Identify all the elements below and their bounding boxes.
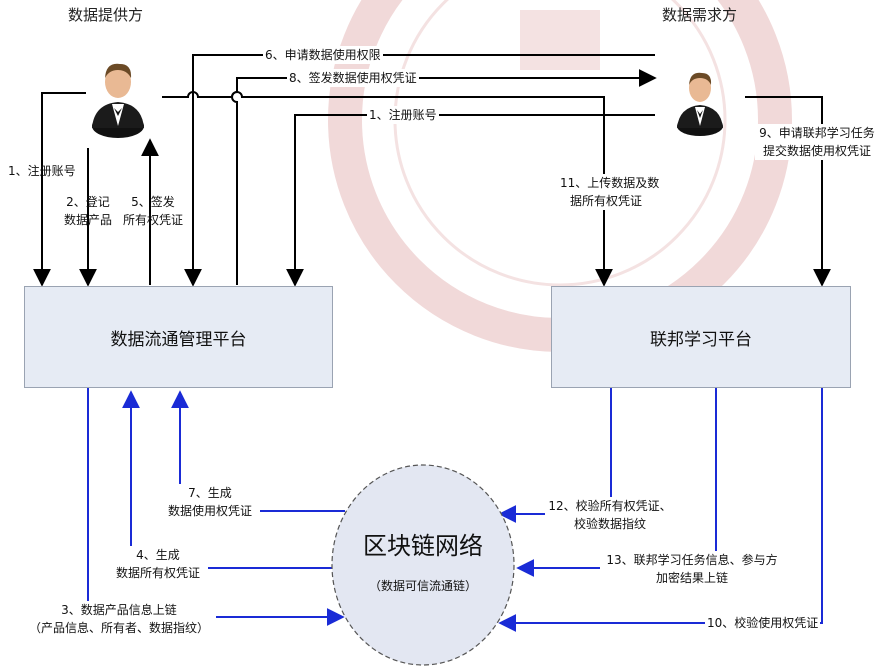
arrow-step-12: [498, 388, 612, 523]
arrow-step-1-provider: [33, 92, 86, 287]
black-arrows: [33, 54, 831, 287]
step-13-label: 13、联邦学习任务信息、参与方加密结果上链: [600, 551, 784, 587]
federated-platform-box: 联邦学习平台: [551, 286, 851, 388]
blockchain-title: 区块链网络: [363, 532, 483, 560]
step-7-label: 7、生成数据使用权凭证: [160, 484, 260, 520]
step-12-label: 12、校验所有权凭证、校验数据指纹: [545, 497, 675, 533]
arrow-step-1-requester: [286, 114, 655, 287]
arrow-step-9: [745, 96, 831, 287]
arrow-step-4: [122, 390, 335, 569]
provider-requester-line: [162, 91, 613, 287]
federated-platform-label: 联邦学习平台: [650, 329, 752, 350]
requester-avatar-icon: [677, 72, 723, 136]
step-1-requester-label: 1、注册账号: [367, 106, 439, 124]
requester-title: 数据需求方: [662, 6, 738, 24]
step-8-label: 8、签发数据使用权凭证: [287, 69, 419, 87]
blockchain-network-node: [331, 464, 515, 666]
arrow-step-13: [516, 388, 717, 577]
step-10-label: 10、校验使用权凭证: [705, 614, 821, 632]
blockchain-subtitle: （数据可信流通链）: [368, 579, 477, 593]
step-3-label: 3、数据产品信息上链（产品信息、所有者、数据指纹）: [22, 601, 216, 637]
provider-avatar-icon: [92, 63, 144, 138]
step-11-label: 11、上传数据及数据所有权凭证: [560, 174, 660, 210]
arrow-step-6: [184, 54, 655, 287]
step-9-label: 9、申请联邦学习任务提交数据使用权凭证: [755, 124, 879, 160]
step-1-provider-label: 1、注册账号: [8, 164, 76, 178]
step-5-label: 5、签发所有权凭证: [122, 195, 183, 227]
step-4-label: 4、生成数据所有权凭证: [108, 546, 208, 582]
provider-title: 数据提供方: [68, 6, 144, 24]
arrow-step-10: [498, 388, 823, 632]
management-platform-label: 数据流通管理平台: [110, 329, 247, 350]
management-platform-box: 数据流通管理平台: [24, 286, 333, 388]
step-2-label: 2、登记数据产品: [63, 195, 112, 227]
step-6-label: 6、申请数据使用权限: [263, 46, 383, 64]
